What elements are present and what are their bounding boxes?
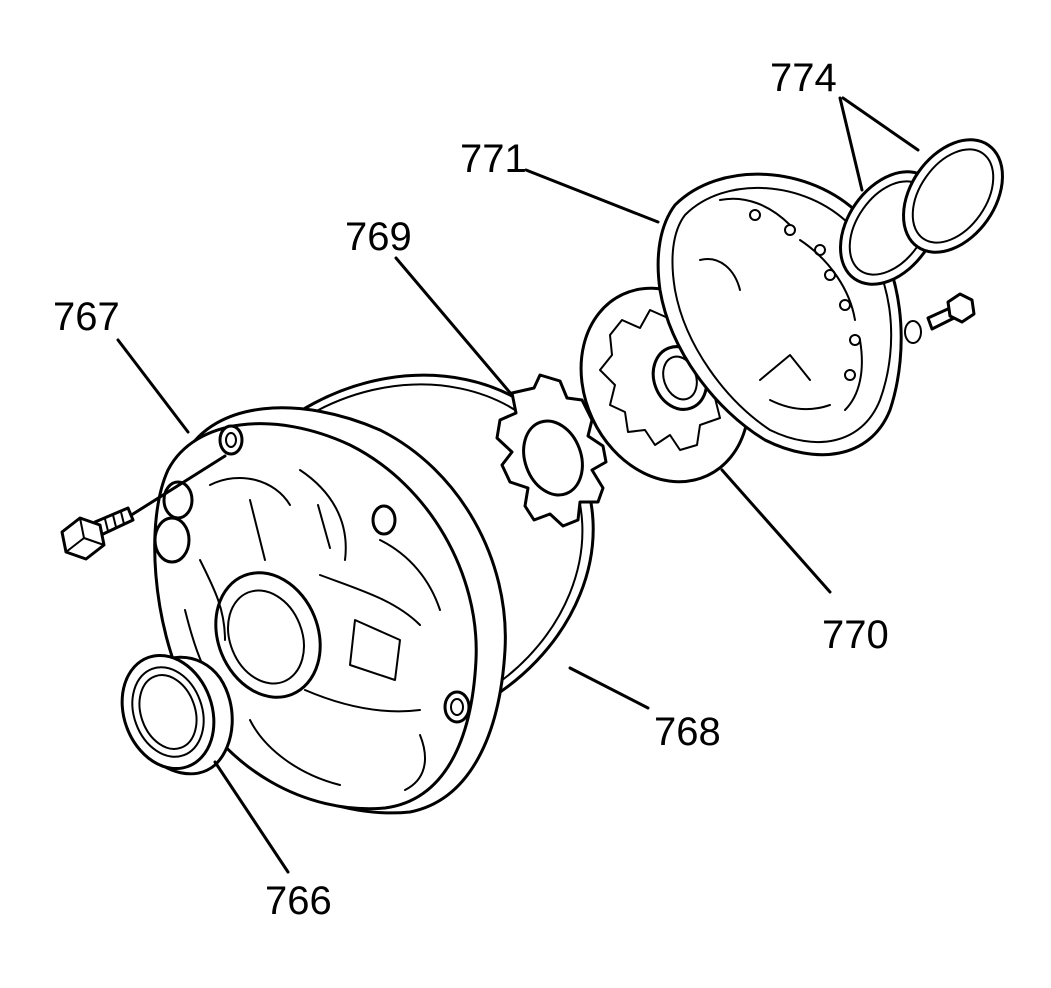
callout-768: 768 [654,710,721,754]
seal-rings-774 [839,138,1004,286]
bolt-right [904,292,976,344]
callout-774: 774 [770,56,837,100]
bolt-left [60,454,227,561]
callout-767: 767 [53,295,120,339]
callout-770: 770 [822,613,889,657]
leader-lines [116,96,920,874]
callout-769: 769 [345,215,412,259]
front-seal-766 [120,653,234,776]
inner-gear-769 [495,373,608,528]
callout-771: 771 [460,137,527,181]
callout-766: 766 [265,879,332,923]
